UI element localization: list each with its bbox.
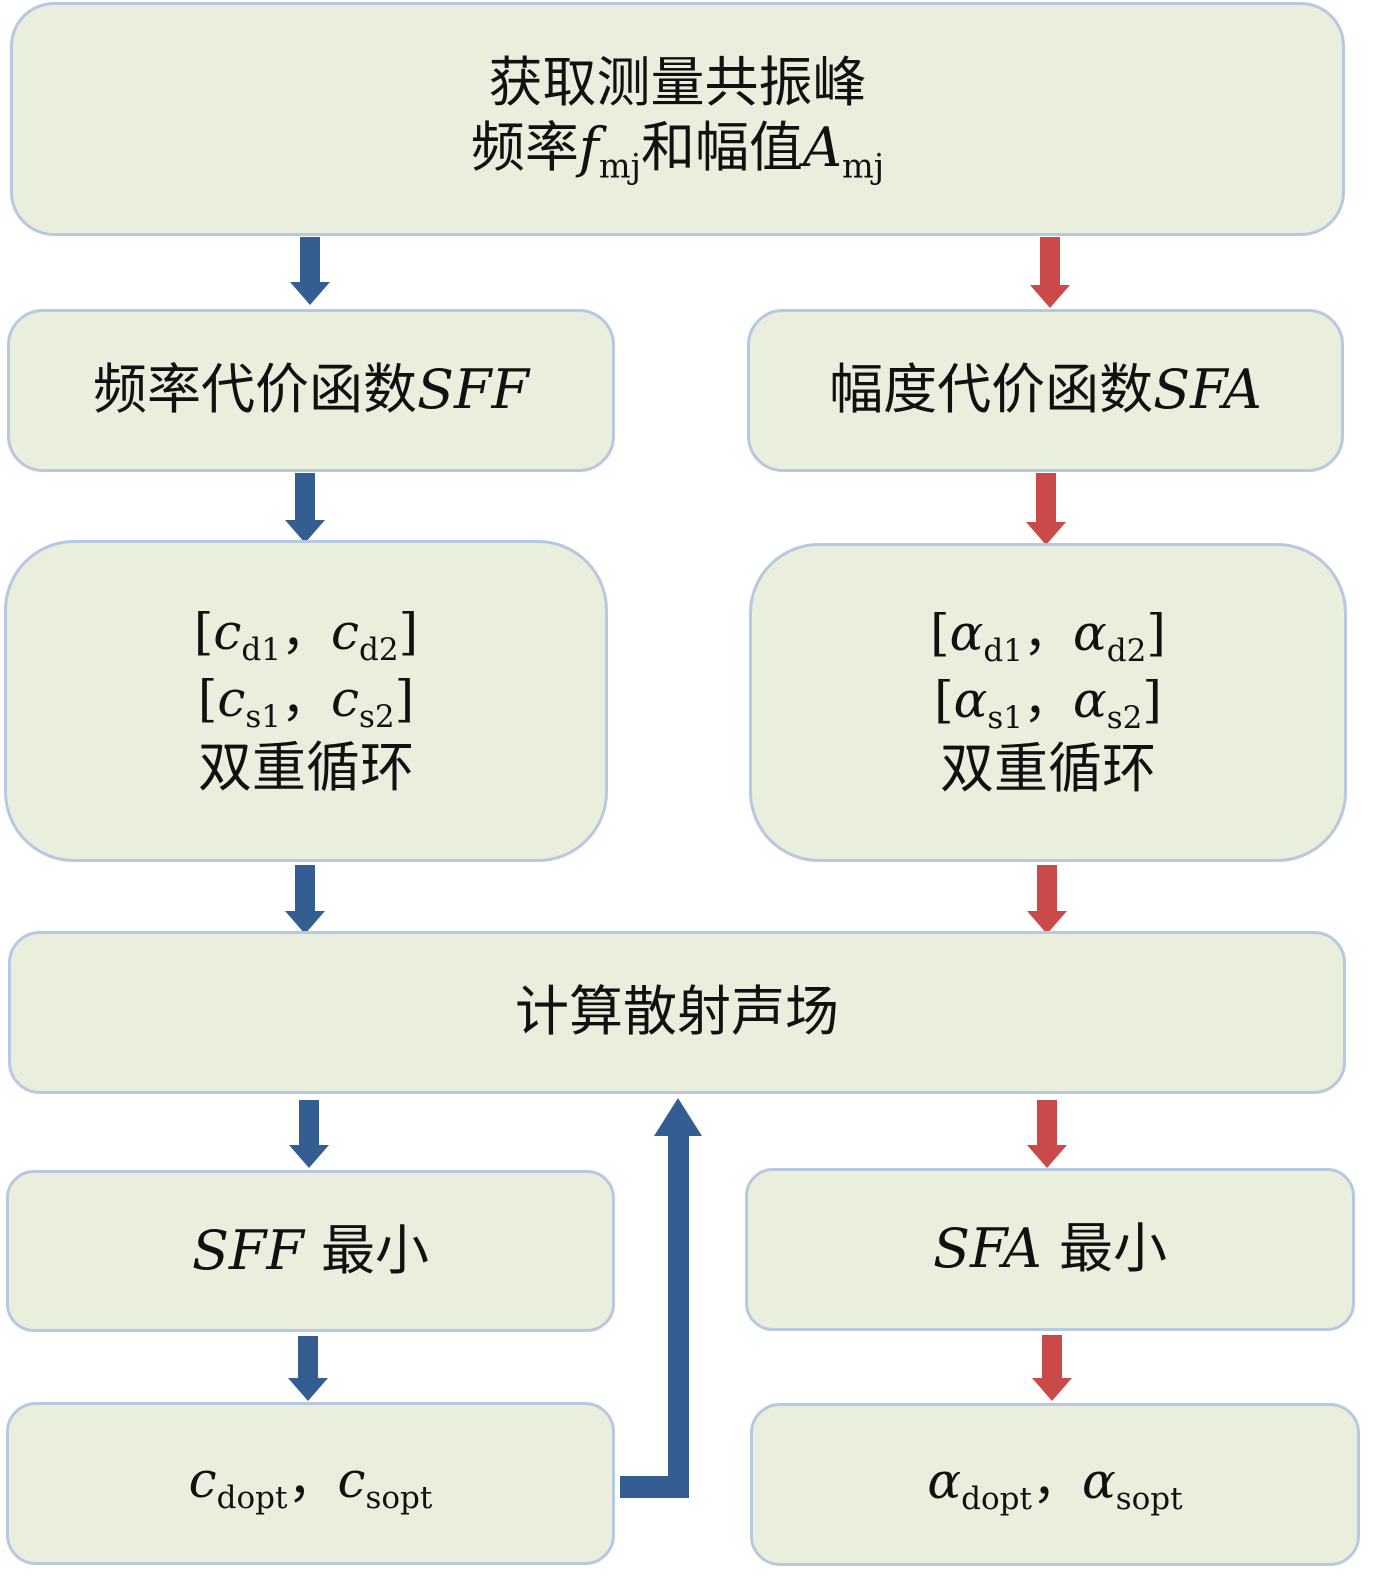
arrow-middle-to-sfa-min: [1027, 1100, 1067, 1168]
sff-cost-symbol: SFF: [417, 358, 529, 422]
alpha-symbol: α: [927, 1451, 962, 1510]
arrow-sfa-min-to-result-right: [1032, 1335, 1072, 1401]
loop-left-box: [cd1，cd2] [cs1，cs2] 双重循环: [4, 540, 608, 862]
measure-peaks-formula: 频率fmj和幅值Amj: [471, 116, 884, 187]
sff-cost-box: 频率代价函数SFF: [7, 309, 615, 472]
freq-label: 频率: [470, 115, 579, 179]
f-subscript: mj: [598, 146, 641, 186]
measure-peaks-box: 获取测量共振峰 频率fmj和幅值Amj: [10, 2, 1345, 236]
c-symbol: c: [188, 1450, 217, 1509]
f-symbol: f: [578, 115, 599, 179]
sff-cost-label: 频率代价函数SFF: [93, 358, 529, 423]
bracket-close: ]: [1146, 604, 1166, 663]
sfa-min-box: SFA 最小: [745, 1168, 1355, 1331]
feedback-arrow: [620, 1098, 702, 1498]
sff-min-text: 最小: [321, 1218, 430, 1282]
loop-right-range-1: [αd1，αd2]: [930, 603, 1166, 670]
c-sub: s2: [359, 698, 395, 735]
separator: ，: [287, 1450, 338, 1509]
alpha-sub: d2: [1106, 632, 1147, 669]
separator: ，: [281, 602, 331, 661]
alpha-sub: s1: [987, 699, 1023, 736]
bracket-open: [: [193, 602, 214, 661]
alpha-symbol: α: [1073, 671, 1107, 730]
arrow-loop-right-to-middle: [1027, 865, 1067, 934]
separator: ，: [1023, 604, 1073, 663]
bracket-open: [: [930, 604, 950, 663]
result-left-label: cdopt，csopt: [189, 1450, 433, 1517]
arrow-top-to-sff: [290, 237, 330, 305]
alpha-sub: s2: [1106, 699, 1143, 736]
c-symbol: c: [337, 1450, 366, 1509]
bracket-close: ]: [1142, 671, 1162, 730]
bracket-close: ]: [394, 669, 415, 728]
sff-min-label: SFF 最小: [192, 1219, 429, 1284]
measure-peaks-title: 获取测量共振峰: [488, 51, 867, 115]
arrow-loop-left-to-middle: [285, 865, 325, 934]
arrow-sff-to-loop-left: [285, 473, 325, 543]
alpha-symbol: α: [949, 604, 984, 663]
c-symbol: c: [331, 602, 360, 661]
scatter-field-box: 计算散射声场: [8, 931, 1346, 1094]
a-subscript: mj: [842, 146, 885, 186]
result-left-box: cdopt，csopt: [6, 1402, 615, 1565]
c-sub: s1: [245, 698, 281, 735]
alpha-sub: d1: [983, 632, 1023, 669]
c-sub: sopt: [365, 1479, 433, 1516]
loop-left-range-1: [cd1，cd2]: [194, 602, 418, 669]
arrow-middle-to-sff-min: [289, 1100, 329, 1168]
c-symbol: c: [213, 602, 242, 661]
bracket-open: [: [934, 671, 954, 730]
c-sub: d1: [241, 631, 281, 668]
result-right-label: αdopt，αsopt: [927, 1451, 1182, 1518]
bracket-close: ]: [398, 602, 419, 661]
sff-min-box: SFF 最小: [6, 1170, 615, 1332]
alpha-sub: sopt: [1115, 1480, 1183, 1517]
arrow-sfa-to-loop-right: [1026, 473, 1066, 545]
sfa-cost-text: 幅度代价函数: [829, 358, 1154, 422]
alpha-symbol: α: [1081, 1451, 1116, 1510]
alpha-sub: dopt: [961, 1480, 1032, 1517]
a-symbol: A: [803, 115, 842, 179]
loop-right-range-2: [αs1，αs2]: [934, 670, 1162, 737]
sfa-min-symbol: SFA: [933, 1217, 1042, 1281]
sff-min-symbol: SFF: [191, 1218, 304, 1282]
result-right-box: αdopt，αsopt: [750, 1403, 1360, 1566]
sfa-cost-label: 幅度代价函数SFA: [829, 358, 1262, 423]
scatter-field-label: 计算散射声场: [515, 980, 839, 1044]
loop-left-label: 双重循环: [198, 735, 414, 799]
arrow-top-to-sfa: [1030, 237, 1070, 308]
sfa-min-text: 最小: [1058, 1217, 1167, 1281]
c-sub: dopt: [216, 1479, 288, 1516]
sfa-cost-symbol: SFA: [1153, 358, 1262, 422]
loop-right-box: [αd1，αd2] [αs1，αs2] 双重循环: [749, 543, 1347, 862]
separator: ，: [1023, 671, 1073, 730]
loop-left-range-2: [cs1，cs2]: [198, 669, 414, 736]
bracket-open: [: [197, 669, 218, 728]
loop-right-label: 双重循环: [940, 737, 1156, 801]
sff-cost-text: 频率代价函数: [93, 358, 418, 422]
arrow-sff-min-to-result-left: [288, 1336, 328, 1401]
separator: ，: [1031, 1451, 1082, 1510]
sfa-min-label: SFA 最小: [933, 1217, 1167, 1282]
c-sub: d2: [359, 631, 399, 668]
alpha-symbol: α: [953, 671, 988, 730]
c-symbol: c: [331, 669, 360, 728]
alpha-symbol: α: [1073, 604, 1107, 663]
separator: ，: [281, 669, 331, 728]
c-symbol: c: [217, 669, 246, 728]
amp-label: 和幅值: [641, 115, 803, 179]
sfa-cost-box: 幅度代价函数SFA: [747, 309, 1344, 472]
